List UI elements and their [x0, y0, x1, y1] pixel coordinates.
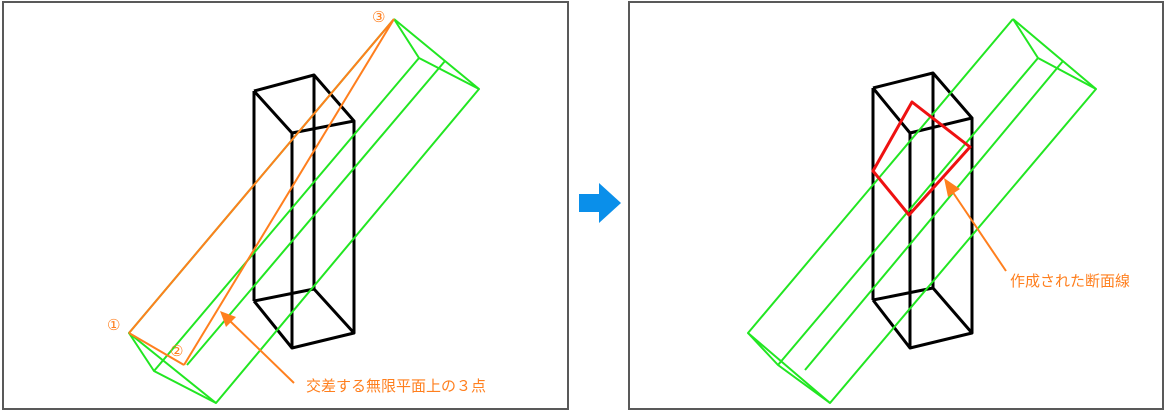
section-outline — [871, 100, 972, 217]
right-panel: 作成された断面線 — [628, 1, 1164, 410]
left-diagram: ① ② ③ 交差する無限平面上の３点 — [107, 8, 486, 404]
right-diagram: 作成された断面線 — [747, 18, 1130, 404]
point-3-label: ③ — [372, 8, 385, 26]
point-2-label: ② — [170, 342, 183, 360]
annotation-arrow — [944, 178, 1007, 272]
right-arrow-icon — [579, 183, 621, 223]
box-wireframe — [871, 71, 974, 350]
left-annotation-text: 交差する無限平面上の３点 — [306, 377, 486, 395]
left-panel: ① ② ③ 交差する無限平面上の３点 — [2, 1, 569, 410]
point-1-label: ① — [107, 316, 120, 334]
plane-points-triangle — [128, 18, 395, 366]
box-wireframe — [252, 73, 356, 350]
annotation-arrow — [220, 311, 295, 384]
right-annotation-text: 作成された断面線 — [1010, 272, 1130, 290]
